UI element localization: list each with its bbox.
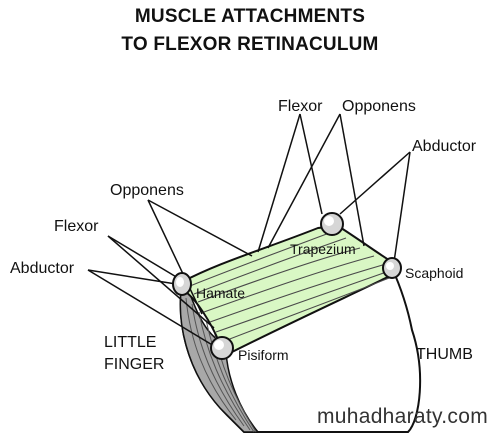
label-abductor-right: Abductor [412, 138, 477, 155]
retinaculum-fibers [189, 231, 395, 343]
label-pisiform: Pisiform [238, 347, 289, 363]
bone-hamate [172, 272, 192, 296]
bone-trapezium [320, 212, 344, 236]
label-opponens-left: Opponens [110, 182, 184, 199]
label-thumb: THUMB [416, 346, 473, 363]
label-flexor-top: Flexor [278, 98, 323, 115]
label-scaphoid: Scaphoid [405, 265, 464, 281]
title-line-2: TO FLEXOR RETINACULUM [121, 34, 379, 55]
bone-scaphoid [382, 257, 402, 279]
title-line-1: MUSCLE ATTACHMENTS [134, 6, 366, 27]
pointer-lines [87, 113, 411, 347]
label-opponens-top: Opponens [342, 98, 416, 115]
label-trapezium: Trapezium [290, 241, 356, 257]
label-hamate: Hamate [196, 285, 246, 301]
hypothenar-stripes [185, 297, 257, 433]
label-little-finger-line2: FINGER [104, 356, 165, 373]
bone-pisiform [210, 336, 234, 360]
label-little-finger-line1: LITTLE [104, 334, 157, 351]
label-flexor-left: Flexor [54, 218, 99, 235]
watermark: muhadharaty.com [316, 405, 488, 428]
label-abductor-left: Abductor [10, 260, 75, 277]
